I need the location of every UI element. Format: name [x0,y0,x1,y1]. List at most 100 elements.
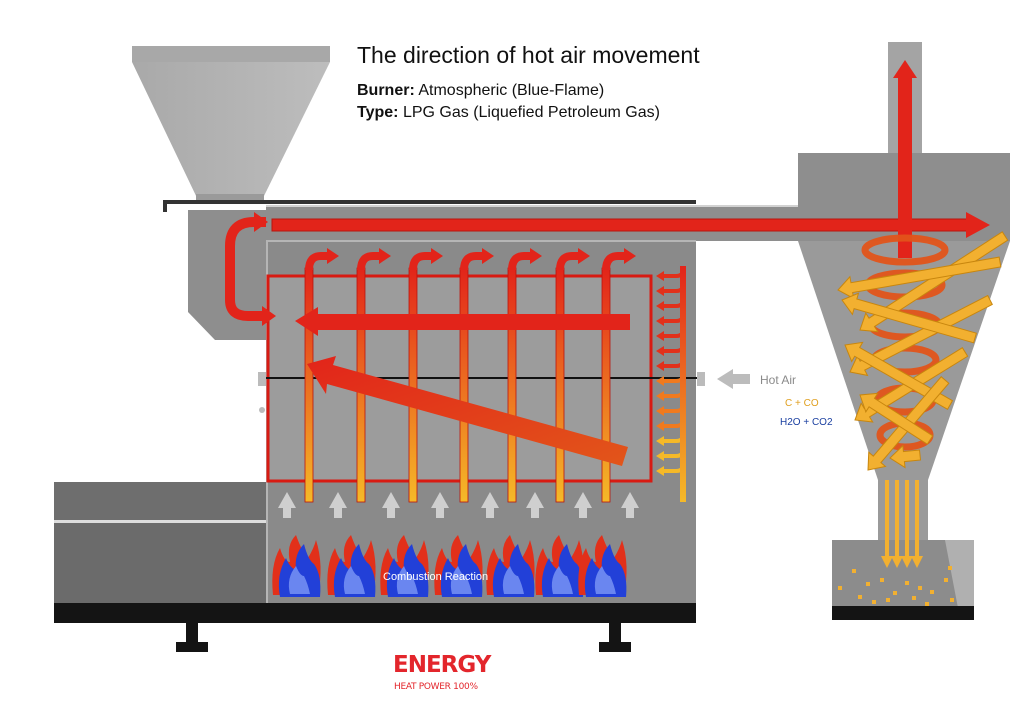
gray-heat-arrow [526,492,544,518]
chimney-up-arrow [893,60,917,258]
drum-diagonal-arrow [307,356,628,466]
vane-curl [409,252,433,271]
chaff-particle [948,566,952,570]
hot-air-inlet-arrow [717,369,750,389]
drum-horizontal-arrow [295,307,630,336]
gray-heat-arrow [431,492,449,518]
vane-curl [556,252,580,271]
outflow-shaft [895,480,899,558]
inlet-curl-head [656,466,664,476]
inlet-curl-head [656,346,664,356]
inner-flame [343,566,365,594]
chaff-particle [838,586,842,590]
chaff-particle [905,581,909,585]
brand-tagline: HEAT POWER 100% [394,682,478,692]
gray-heat-arrows [278,492,639,518]
vane-arrowhead [482,248,494,264]
base-frame [54,603,696,652]
vane-arrowhead [578,248,590,264]
hot-air-label: Hot Air [760,373,797,387]
cyclone-diagonal-shape [859,392,934,445]
gray-heat-arrow [329,492,347,518]
cyclone-diagonal-shape [889,444,922,469]
vane-tube [507,267,517,503]
type-label: Type: [357,104,399,121]
vane-arrowhead [624,248,636,264]
gray-heat-arrow [574,492,592,518]
outflow-head [881,556,893,568]
type-spec: Type: LPG Gas (Liquefied Petroleum Gas) [357,104,660,122]
outflow-head [911,556,923,568]
chaff-particle [930,590,934,594]
diagram-title: The direction of hot air movement [357,42,700,68]
vane-curl [305,252,329,271]
hopper [132,46,696,212]
inlet-curl-head [656,301,664,311]
burner-value: Atmospheric (Blue-Flame) [418,82,605,99]
inlet-curl-head [656,391,664,401]
cyclone-diagonal-arrow [859,392,934,445]
outflow-shaft [915,480,919,558]
chaff-particle [886,598,890,602]
inlet-curl-head [656,436,664,446]
inlet-curl-head [656,406,664,416]
type-value: LPG Gas (Liquefied Petroleum Gas) [402,104,660,121]
chaff-particle [950,598,954,602]
vane-tube [555,267,565,503]
inlet-curl-head [656,421,664,431]
cyclone-outflow-arrows [881,480,923,568]
chaff-particle [872,600,876,604]
inlet-curl-head [656,376,664,386]
swirl-ring [861,234,949,266]
vane-tube [459,267,469,503]
vane-arrowhead [327,248,339,264]
cyclone-diagonal-arrow [837,256,1002,300]
chaff-particle [944,578,948,582]
outflow-shaft [905,480,909,558]
burner-spec: Burner: Atmospheric (Blue-Flame) [357,82,604,100]
vane-curl [508,252,532,271]
cyclone-diagonal-arrow [841,292,977,344]
inlet-curl-head [656,361,664,371]
vane-arrowhead [530,248,542,264]
cyclone-diagonal-arrow [849,294,993,377]
brand-logo: ENERGY [393,652,491,678]
gray-heat-arrow [382,492,400,518]
inlet-riser [680,266,686,502]
vane-curl [460,252,484,271]
vane-arrowhead [379,248,391,264]
chaff-particle [912,596,916,600]
inner-flame [450,566,472,594]
cyclone-diagonal-shape [837,256,1002,300]
vane-tube [408,267,418,503]
top-duct-arrow [271,212,990,238]
cyclone-diagonal-shape [859,231,1009,333]
outflow-head [891,556,903,568]
right-inlet-curls [656,266,686,502]
inlet-curl-head [656,451,664,461]
inner-flame [594,566,616,594]
outflow-head [901,556,913,568]
inner-flame [551,566,573,594]
chaff-particle [852,569,856,573]
chaff-particle [925,602,929,606]
inlet-curl-head [656,286,664,296]
gray-heat-arrow [481,492,499,518]
inlet-curl-head [656,316,664,326]
cyclone-diagonal-shape [841,292,977,344]
vane-tube [601,267,611,503]
chaff-particle [918,586,922,590]
cyclone-diagonal-shape [849,294,993,377]
outflow-shaft [885,480,889,558]
vane-arrowhead [431,248,443,264]
inner-flame [288,566,310,594]
vane-tube [304,267,314,503]
burner-label: Burner: [357,82,415,99]
chaff-particles [838,566,954,606]
burner-flames [272,535,627,597]
inlet-curl-head [656,331,664,341]
inlet-curl-head [656,271,664,281]
chaff-particle [880,578,884,582]
